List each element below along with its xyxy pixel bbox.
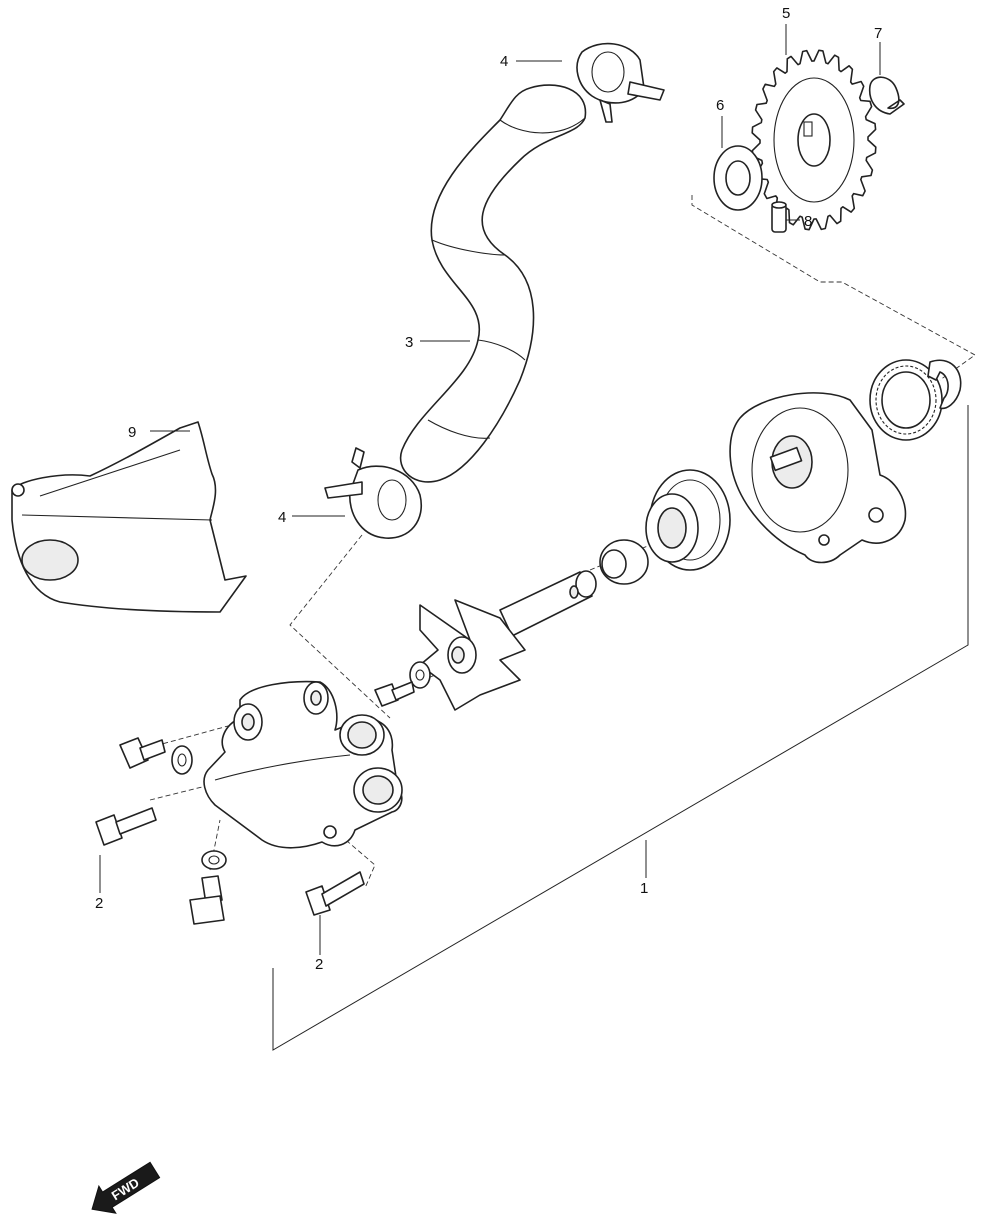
fwd-arrow-icon: FWD bbox=[91, 1161, 161, 1214]
callout-7: 7 bbox=[874, 25, 882, 42]
dowel-pin bbox=[771, 201, 787, 233]
bolt-bottom bbox=[189, 875, 225, 925]
callouts: 1 2 2 3 4 4 5 6 7 8 9 bbox=[95, 5, 882, 973]
assembly-bracket-1 bbox=[272, 405, 969, 1051]
callout-9: 9 bbox=[128, 424, 136, 441]
pump-cover bbox=[729, 392, 907, 564]
callout-4-bottom: 4 bbox=[278, 509, 286, 526]
gear-washer bbox=[713, 145, 763, 211]
impeller-washer bbox=[409, 661, 431, 689]
mechanical-seal bbox=[645, 469, 731, 571]
bolt-right bbox=[305, 871, 365, 916]
coolant-hose bbox=[399, 84, 587, 483]
pump-drive-gear bbox=[751, 49, 877, 231]
leader-lines bbox=[99, 24, 881, 955]
callout-2-left: 2 bbox=[95, 895, 103, 912]
housing-washer bbox=[171, 745, 193, 775]
callout-8: 8 bbox=[804, 213, 812, 230]
callout-3: 3 bbox=[405, 334, 413, 351]
hose-clamp-bottom bbox=[324, 447, 423, 539]
circlip-right bbox=[927, 359, 962, 410]
seal-ring bbox=[599, 539, 649, 585]
impeller-bolt bbox=[374, 681, 415, 707]
impeller bbox=[419, 599, 526, 711]
hose-clamp-top bbox=[576, 42, 665, 123]
callout-6: 6 bbox=[716, 97, 724, 114]
callout-2-right: 2 bbox=[315, 956, 323, 973]
bearing bbox=[869, 359, 943, 441]
callout-1: 1 bbox=[640, 880, 648, 897]
impeller-shaft bbox=[499, 570, 597, 637]
bolt-upper-left bbox=[119, 737, 166, 769]
circlip-top bbox=[868, 76, 905, 115]
callout-5: 5 bbox=[782, 5, 790, 22]
bolt-left bbox=[95, 807, 157, 846]
pump-housing bbox=[203, 680, 403, 849]
pump-cover-shield bbox=[11, 421, 247, 613]
callout-4-top: 4 bbox=[500, 53, 508, 70]
bottom-washer bbox=[201, 850, 227, 870]
